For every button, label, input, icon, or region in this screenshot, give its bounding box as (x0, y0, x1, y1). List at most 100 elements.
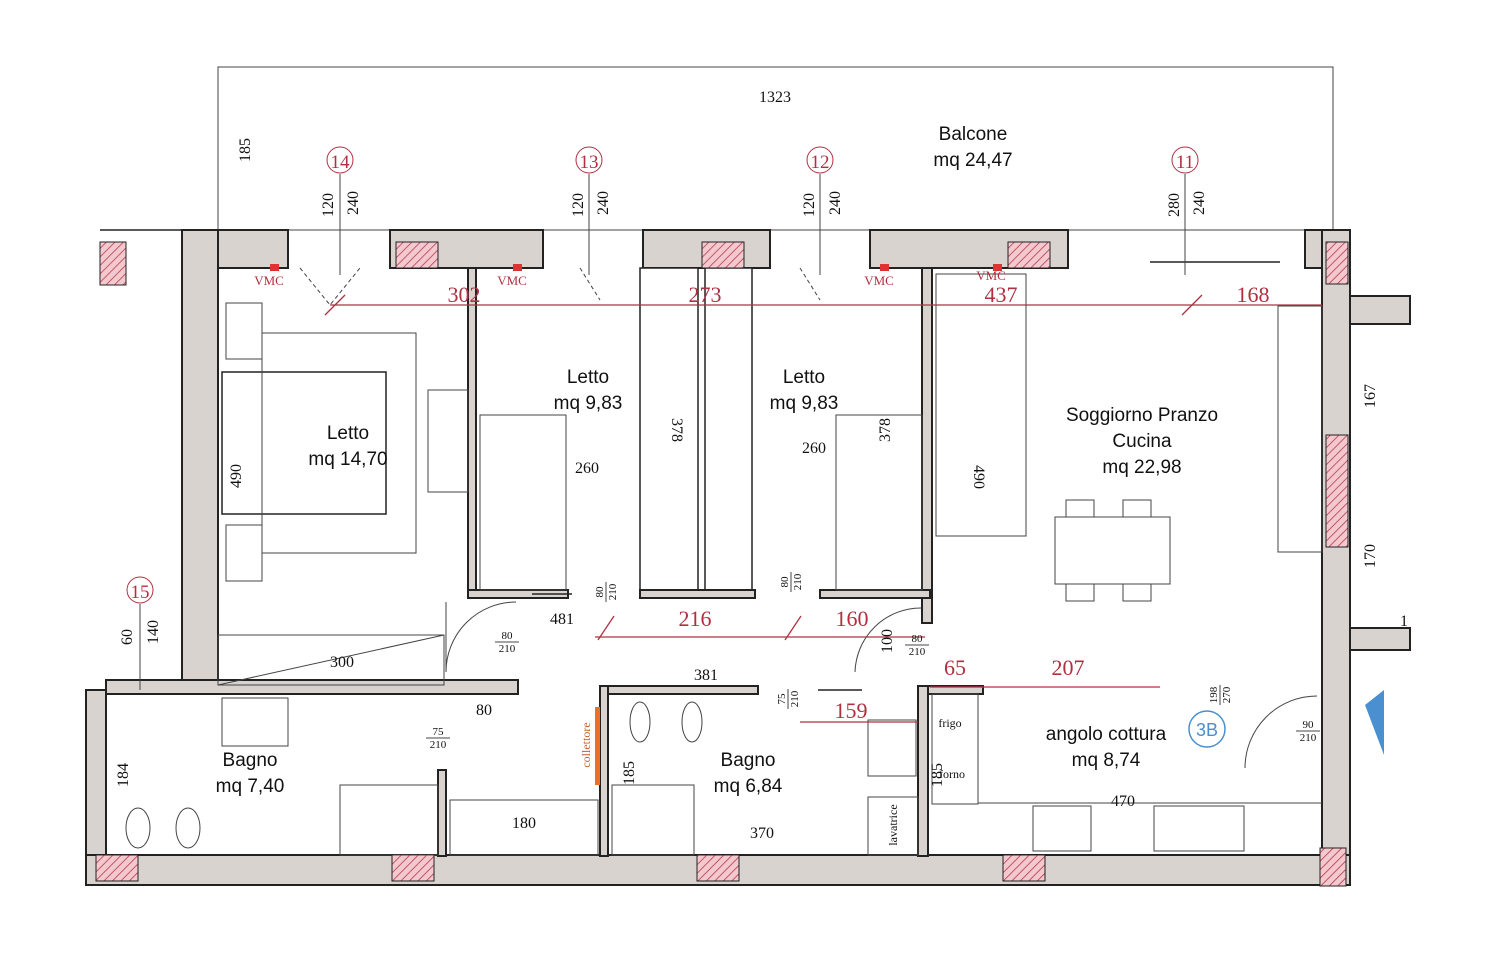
svg-text:140: 140 (145, 620, 162, 644)
dining-table (1054, 516, 1171, 585)
svg-text:100: 100 (879, 629, 896, 653)
svg-text:159: 159 (835, 698, 868, 723)
svg-text:210: 210 (430, 739, 447, 751)
furniture (125, 267, 1384, 856)
single-bed (479, 414, 567, 591)
room-area-bagno-1: mq 7,40 (216, 776, 285, 797)
collettore-label: collettore (579, 722, 593, 767)
svg-text:1: 1 (1400, 613, 1408, 630)
svg-text:60: 60 (119, 629, 136, 645)
room-area-soggiorno: mq 22,98 (1102, 457, 1181, 478)
cooktop (1032, 805, 1092, 852)
vmc-label: VMC (976, 268, 1006, 283)
room-area-letto-2: mq 9,83 (554, 393, 623, 414)
svg-text:185: 185 (621, 761, 638, 785)
marker-15: 15 (131, 582, 150, 603)
svg-text:120: 120 (320, 193, 337, 217)
svg-text:80: 80 (502, 630, 514, 642)
window-markers: 14 13 12 11 15 (126, 146, 1199, 604)
room-name-letto-2: Letto (567, 367, 609, 388)
svg-text:90: 90 (1303, 719, 1315, 731)
svg-text:260: 260 (802, 440, 826, 457)
svg-text:370: 370 (750, 825, 774, 842)
forno-label: forno (939, 767, 965, 781)
svg-text:185: 185 (237, 138, 254, 162)
svg-text:302: 302 (448, 282, 481, 307)
lavatrice-label: lavatrice (886, 804, 900, 845)
svg-text:180: 180 (512, 815, 536, 832)
frigo-label: frigo (938, 716, 961, 730)
svg-text:216: 216 (679, 606, 712, 631)
shower (867, 719, 917, 777)
room-area-balcone: mq 24,47 (933, 150, 1012, 171)
marker-12: 12 (811, 152, 830, 173)
window-dims: 120 240 120 240 120 240 280 240 60 140 (119, 174, 1208, 690)
svg-text:120: 120 (801, 193, 818, 217)
svg-text:273: 273 (689, 282, 722, 307)
vmc-vent-icon (880, 264, 889, 271)
dimension-lines (324, 294, 1322, 723)
svg-text:1323: 1323 (759, 89, 791, 106)
svg-text:65: 65 (944, 655, 966, 680)
svg-text:240: 240 (1191, 191, 1208, 215)
svg-text:207: 207 (1052, 655, 1085, 680)
room-name-bagno-2: Bagno (721, 750, 776, 771)
structural-pillars (95, 241, 1349, 887)
dimensions: 1323 185 260 378 378 260 490 490 481 300… (115, 89, 1408, 842)
svg-text:210: 210 (607, 583, 619, 600)
balcony-outline (217, 66, 1334, 231)
doors (445, 593, 1318, 769)
room-name-letto-1: Letto (327, 423, 369, 444)
collettore-bar (595, 707, 600, 785)
unit-label: 3B (1196, 720, 1218, 740)
svg-text:280: 280 (1166, 193, 1183, 217)
svg-text:80: 80 (476, 702, 492, 719)
room-area-letto-3: mq 9,83 (770, 393, 839, 414)
red-dimensions: 302 273 437 168 216 160 65 207 159 (448, 282, 1270, 723)
double-bed (221, 371, 387, 515)
vmc-label: VMC (497, 273, 527, 288)
svg-text:260: 260 (575, 460, 599, 477)
svg-text:198: 198 (1208, 686, 1220, 703)
kitchen-sink (1153, 805, 1245, 852)
vmc-vent-icon (993, 264, 1002, 271)
marker-11: 11 (1176, 152, 1194, 173)
svg-text:75: 75 (433, 726, 445, 738)
svg-text:210: 210 (909, 646, 926, 658)
svg-text:210: 210 (1300, 732, 1317, 744)
single-bed (835, 414, 923, 591)
vmc-label: VMC (864, 273, 894, 288)
room-name-letto-3: Letto (783, 367, 825, 388)
bidet (175, 807, 201, 849)
svg-text:170: 170 (1362, 544, 1379, 568)
toilet (125, 807, 151, 849)
svg-text:490: 490 (970, 465, 987, 489)
svg-text:80: 80 (912, 633, 924, 645)
svg-text:300: 300 (330, 654, 354, 671)
svg-text:75: 75 (776, 693, 788, 705)
svg-text:210: 210 (792, 573, 804, 590)
svg-text:210: 210 (789, 690, 801, 707)
svg-text:470: 470 (1111, 793, 1135, 810)
vmc-label: VMC (254, 273, 284, 288)
svg-text:160: 160 (836, 606, 869, 631)
marker-13: 13 (580, 152, 599, 173)
room-name-angolo-cottura: angolo cottura (1046, 724, 1167, 745)
room-area-letto-1: mq 14,70 (308, 449, 387, 470)
svg-text:210: 210 (499, 643, 516, 655)
svg-text:167: 167 (1362, 384, 1379, 408)
svg-text:378: 378 (877, 418, 894, 442)
vmc-vent-icon (513, 264, 522, 271)
svg-text:240: 240 (827, 191, 844, 215)
room-name-cucina: Cucina (1112, 431, 1172, 452)
svg-text:270: 270 (1221, 686, 1233, 703)
room-name-soggiorno: Soggiorno Pranzo (1066, 405, 1218, 426)
svg-text:184: 184 (115, 763, 132, 787)
svg-text:80: 80 (594, 586, 606, 598)
vmc-vent-icon (270, 264, 279, 271)
svg-text:80: 80 (779, 576, 791, 588)
svg-text:185: 185 (929, 763, 946, 787)
sink (221, 697, 289, 747)
